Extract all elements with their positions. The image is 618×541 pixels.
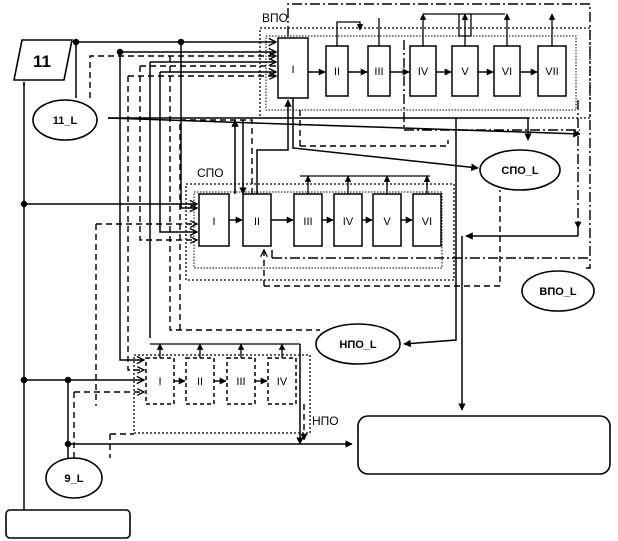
npo-frame: НПО — [133, 354, 339, 434]
grade11-l-node: 11_L — [32, 99, 98, 141]
vpo-stage-4: IV — [409, 45, 437, 97]
spo-stage-1: I — [198, 193, 230, 247]
vpo-stage-3: III — [367, 45, 391, 97]
npo-stage-2: II — [185, 357, 215, 405]
npo-stage-3: III — [226, 357, 256, 405]
svg-text:III: III — [374, 66, 383, 78]
npo-stage-4: IV — [267, 357, 297, 405]
svg-text:IV: IV — [418, 66, 429, 78]
svg-text:НПО_L: НПО_L — [339, 339, 377, 351]
svg-text:9_L: 9_L — [65, 473, 84, 485]
svg-text:СПО_L: СПО_L — [501, 165, 539, 177]
svg-text:I: I — [212, 216, 215, 228]
vpo-stage-6: VI — [493, 45, 521, 97]
dashdot-flows — [271, 3, 591, 269]
svg-text:IV: IV — [277, 376, 288, 388]
svg-text:V: V — [461, 66, 469, 78]
grade9-l-node: 9_L — [45, 457, 103, 499]
vpo-stage-1: I — [277, 37, 309, 99]
vpo-stage-7: VII — [537, 45, 567, 97]
spo-stage-6: VI — [412, 193, 442, 247]
spo-label: СПО — [197, 166, 224, 180]
svg-text:II: II — [254, 216, 260, 228]
vpo-stage-5: V — [451, 45, 479, 97]
grade11-node: 11 — [13, 39, 73, 81]
stage-chain-arrows — [174, 68, 538, 385]
svg-text:III: III — [303, 216, 312, 228]
svg-text:VI: VI — [422, 216, 432, 228]
svg-text:11: 11 — [33, 52, 51, 71]
svg-text:IV: IV — [343, 216, 354, 228]
svg-text:III: III — [236, 376, 245, 388]
input-box — [5, 509, 131, 539]
svg-text:VII: VII — [545, 66, 558, 78]
spo-stage-3: III — [293, 193, 323, 247]
npo-label: НПО — [312, 414, 339, 428]
svg-text:ВПО_L: ВПО_L — [539, 286, 577, 298]
spo-stage-2: II — [242, 193, 272, 247]
dashed-flows — [73, 56, 501, 470]
npo-l-node: НПО_L — [315, 323, 401, 365]
solid-flows — [20, 40, 581, 510]
svg-text:11_L: 11_L — [53, 115, 78, 127]
svg-text:II: II — [197, 376, 203, 388]
vpo-stages: I II III IV V VI VII — [277, 37, 567, 99]
npo-stage-1: I — [145, 357, 175, 405]
vpo-label: ВПО — [262, 11, 288, 25]
spo-stage-5: V — [372, 193, 402, 247]
vpo-stage-2: II — [325, 45, 349, 97]
spo-stages: I II III IV V VI — [198, 193, 442, 247]
svg-text:I: I — [158, 376, 161, 388]
svg-text:VI: VI — [502, 66, 512, 78]
svg-text:V: V — [383, 216, 391, 228]
svg-text:I: I — [291, 64, 294, 76]
spo-stage-4: IV — [333, 193, 363, 247]
vpo-l-node: ВПО_L — [521, 270, 595, 312]
spo-l-node: СПО_L — [479, 149, 561, 191]
svg-text:II: II — [334, 66, 340, 78]
output-box — [357, 415, 611, 475]
graduation-arrows — [150, 13, 556, 358]
